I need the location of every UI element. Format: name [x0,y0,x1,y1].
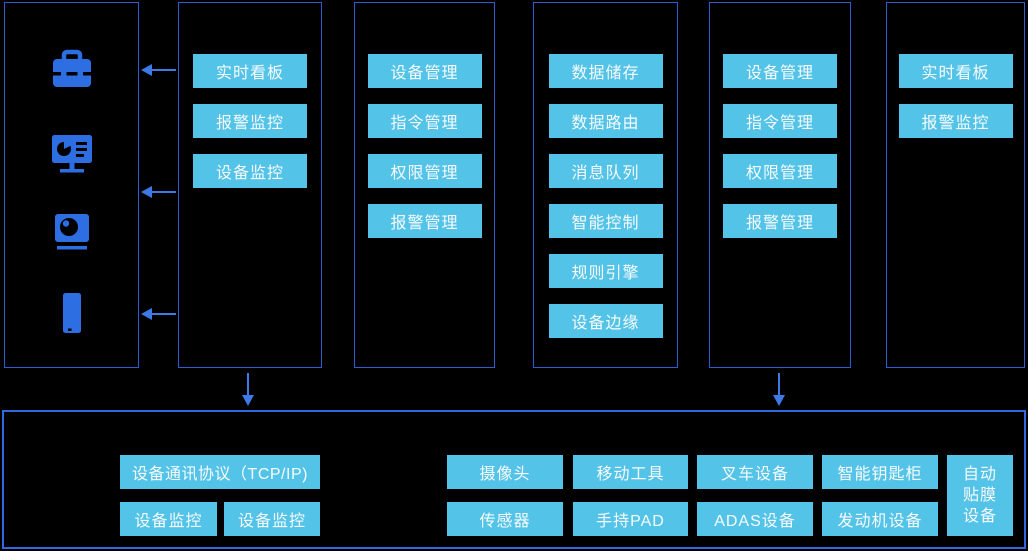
device-monitoring-node-2[interactable]: 设备监控 [120,502,217,536]
data-storage-node[interactable]: 数据储存 [548,54,663,88]
monitoring-panel: 实时看板 报警监控 [886,2,1025,368]
access-layer-panel: 设备通讯协议（TCP/IP) 设备监控 设备监控 摄像头 移动工具 叉车设备 智… [2,410,1026,549]
device-protocol-tcpip-node[interactable]: 设备通讯协议（TCP/IP) [120,455,320,489]
realtime-dashboard-node-2[interactable]: 实时看板 [898,54,1013,88]
left-arrow-icon-middle [141,186,176,198]
smartphone-icon [48,289,96,337]
command-management-node[interactable]: 指令管理 [367,104,482,138]
realtime-dashboard-node[interactable]: 实时看板 [193,54,307,88]
auto-film-device-node[interactable]: 自动贴膜设备 [947,455,1013,536]
message-queue-node[interactable]: 消息队列 [548,154,663,188]
alarm-monitoring-node-2[interactable]: 报警监控 [898,104,1013,138]
application-panel: 实时看板 报警监控 设备监控 [178,2,322,368]
data-routing-node[interactable]: 数据路由 [548,104,663,138]
left-arrow-icon-bottom [141,308,176,320]
device-monitoring-node[interactable]: 设备监控 [193,154,307,188]
monitor-chart-icon [48,128,96,176]
handheld-pad-node[interactable]: 手持PAD [573,502,688,536]
down-arrow-icon-left [242,373,254,406]
smart-key-cabinet-node[interactable]: 智能钥匙柜 [822,455,938,489]
device-management-node[interactable]: 设备管理 [367,54,482,88]
management-panel-left: 设备管理 指令管理 权限管理 报警管理 [354,2,495,368]
camera-icon [48,208,96,256]
permission-management-node[interactable]: 权限管理 [367,154,482,188]
device-edge-node[interactable]: 设备边缘 [548,304,663,338]
permission-management-node-2[interactable]: 权限管理 [723,154,837,188]
alarm-management-node[interactable]: 报警管理 [367,204,482,238]
command-management-node-2[interactable]: 指令管理 [723,104,837,138]
rule-engine-node[interactable]: 规则引擎 [548,254,663,288]
down-arrow-icon-right [773,373,785,406]
left-arrow-icon-top [141,64,176,76]
core-service-panel: 数据储存 数据路由 消息队列 智能控制 规则引擎 设备边缘 [533,2,678,368]
alarm-monitoring-node[interactable]: 报警监控 [193,104,307,138]
device-monitoring-node-3[interactable]: 设备监控 [224,502,320,536]
management-panel-right: 设备管理 指令管理 权限管理 报警管理 [709,2,851,368]
terminal-panel [4,2,139,368]
adas-device-node[interactable]: ADAS设备 [697,502,813,536]
camera-device-node[interactable]: 摄像头 [447,455,563,489]
sensor-node[interactable]: 传感器 [447,502,563,536]
alarm-management-node-2[interactable]: 报警管理 [723,204,837,238]
briefcase-icon [48,46,96,94]
device-management-node-2[interactable]: 设备管理 [723,54,837,88]
intelligent-control-node[interactable]: 智能控制 [548,204,663,238]
engine-device-node[interactable]: 发动机设备 [822,502,938,536]
forklift-device-node[interactable]: 叉车设备 [697,455,813,489]
mobile-tool-node[interactable]: 移动工具 [573,455,688,489]
